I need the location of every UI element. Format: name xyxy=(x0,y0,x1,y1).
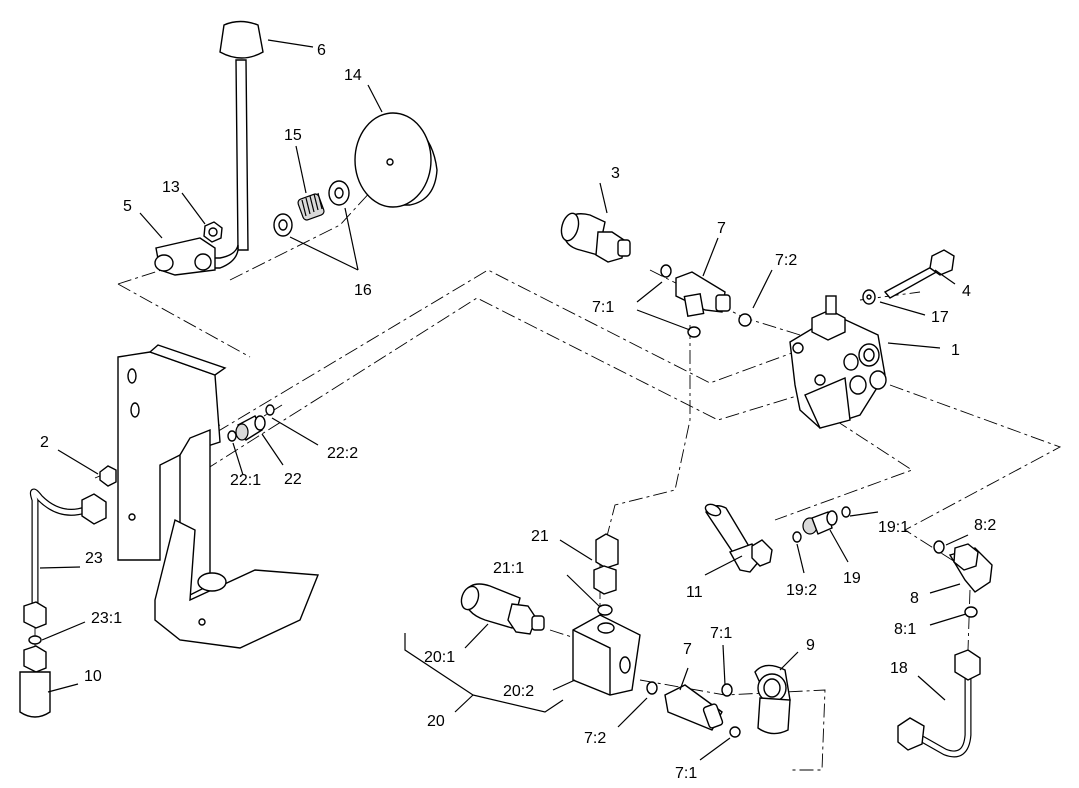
washer-16b xyxy=(328,180,350,206)
callout-20-2: 20:2 xyxy=(503,683,534,700)
nut-13 xyxy=(203,221,223,243)
mounting-bracket xyxy=(117,344,320,649)
callout-9: 9 xyxy=(806,637,815,654)
callout-8-2: 8:2 xyxy=(974,517,996,534)
callout-1: 1 xyxy=(951,342,960,359)
hose-elbow-11 xyxy=(704,503,773,573)
callout-22-1: 22:1 xyxy=(230,472,261,489)
fitting-19 xyxy=(792,506,851,543)
callout-14: 14 xyxy=(344,67,362,84)
callout-8-1: 8:1 xyxy=(894,621,916,638)
tube-23 xyxy=(23,488,107,645)
callout-7-1-mid: 7:1 xyxy=(710,625,732,642)
callout-7-lower: 7 xyxy=(683,641,692,658)
hose-fitting-3 xyxy=(560,212,631,263)
tee-fitting-7-lower xyxy=(646,681,741,738)
hose-fitting-10 xyxy=(19,645,51,718)
callout-4: 4 xyxy=(962,283,971,300)
washer-17 xyxy=(862,289,876,305)
callout-7-2-upper: 7:2 xyxy=(775,252,797,269)
callout-11: 11 xyxy=(686,584,703,601)
tube-18 xyxy=(897,649,981,758)
callout-18: 18 xyxy=(890,660,908,677)
callout-23-1: 23:1 xyxy=(91,610,122,627)
callout-16: 16 xyxy=(354,282,372,299)
manifold-block-20 xyxy=(572,614,641,696)
callout-19-2: 19:2 xyxy=(786,582,817,599)
callout-6: 6 xyxy=(317,42,326,59)
nut-2 xyxy=(99,465,117,487)
callout-13: 13 xyxy=(162,179,180,196)
spring-15 xyxy=(297,192,325,221)
callout-22: 22 xyxy=(284,471,302,488)
callout-labels: 6 14 15 13 5 16 3 7 7:2 7:1 4 17 1 2 22:… xyxy=(40,42,996,782)
valve-cartridge-20-1 xyxy=(460,583,545,635)
callout-7-2-lower: 7:2 xyxy=(584,730,606,747)
fitting-21 xyxy=(593,533,619,616)
callout-8: 8 xyxy=(910,590,919,607)
callout-22-2: 22:2 xyxy=(327,445,358,462)
callout-7-1-upper: 7:1 xyxy=(592,299,614,316)
callout-19: 19 xyxy=(843,570,861,587)
callout-15: 15 xyxy=(284,127,302,144)
callout-21: 21 xyxy=(531,528,549,545)
callout-21-1: 21:1 xyxy=(493,560,524,577)
callout-17: 17 xyxy=(931,309,949,326)
fitting-22 xyxy=(227,404,275,442)
callout-7-1-lower: 7:1 xyxy=(675,765,697,782)
control-lever xyxy=(154,20,264,276)
control-valve-1 xyxy=(789,295,887,429)
callout-23: 23 xyxy=(85,550,103,567)
hose-fitting-9 xyxy=(754,664,791,735)
callout-2: 2 xyxy=(40,434,49,451)
callout-3: 3 xyxy=(611,165,620,182)
callout-19-1: 19:1 xyxy=(878,519,909,536)
callout-20-1: 20:1 xyxy=(424,649,455,666)
elbow-fitting-8 xyxy=(933,540,993,618)
tee-fitting-7 xyxy=(660,264,752,338)
callout-5: 5 xyxy=(123,198,132,215)
callout-10: 10 xyxy=(84,668,102,685)
washer-16a xyxy=(273,213,293,237)
callout-7-upper: 7 xyxy=(717,220,726,237)
callout-20: 20 xyxy=(427,713,445,730)
leader-lines xyxy=(39,39,969,761)
knob-disc-14 xyxy=(354,112,438,208)
bolt-4 xyxy=(883,249,955,299)
